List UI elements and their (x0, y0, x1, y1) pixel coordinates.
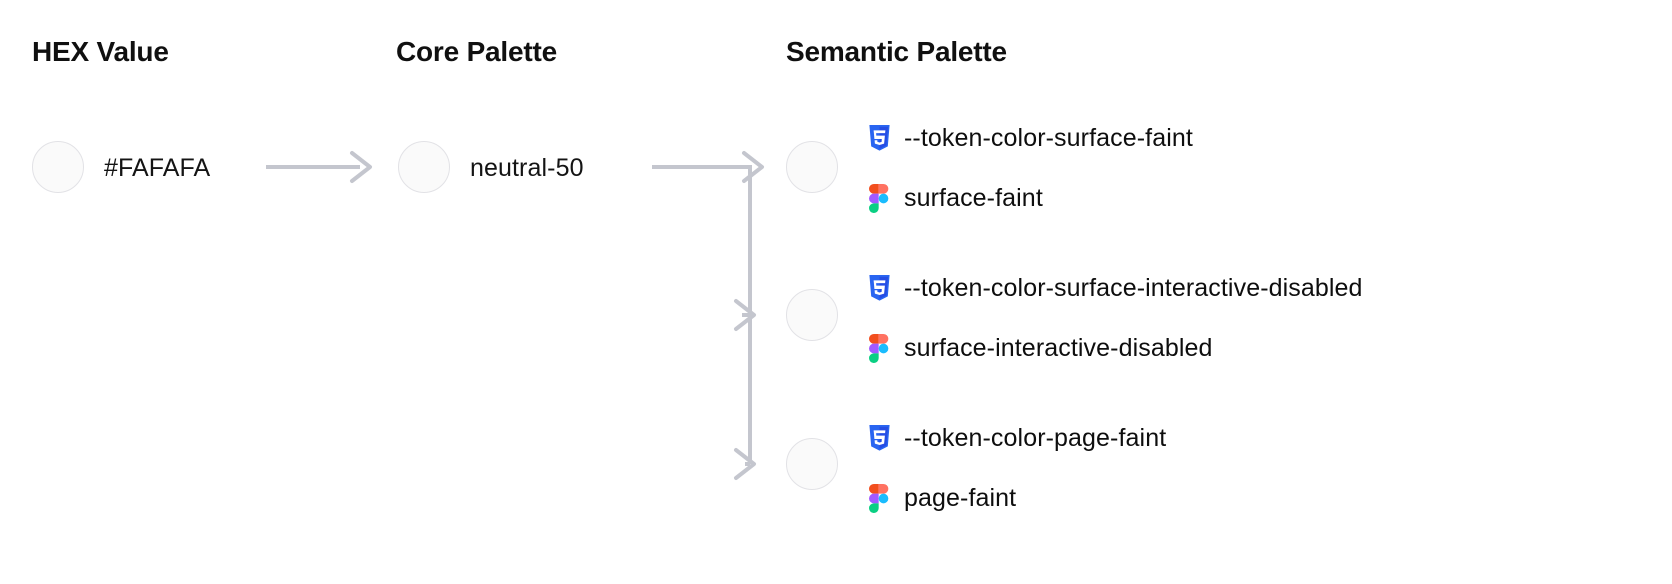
swatch-core-palette (398, 141, 450, 193)
figma-icon (866, 483, 892, 513)
figma-icon (866, 183, 892, 213)
css-token-label: --token-color-surface-interactive-disabl… (904, 273, 1363, 302)
css3-icon (866, 274, 892, 302)
figma-token-row: surface-interactive-disabled (866, 326, 1363, 370)
semantic-token-group: --token-color-surface-faint surface-fain… (866, 116, 1193, 220)
css-token-label: --token-color-page-faint (904, 423, 1167, 452)
core-palette-label: neutral-50 (470, 154, 584, 182)
swatch-semantic-page-faint (786, 438, 838, 490)
css-token-row: --token-color-surface-interactive-disabl… (866, 266, 1363, 310)
css-token-row: --token-color-surface-faint (866, 116, 1193, 160)
css-token-row: --token-color-page-faint (866, 416, 1166, 460)
column-heading-core-palette: Core Palette (396, 36, 557, 67)
figma-token-row: surface-faint (866, 176, 1193, 220)
swatch-semantic-surface-faint (786, 141, 838, 193)
figma-token-label: surface-interactive-disabled (904, 333, 1213, 362)
column-heading-semantic-palette: Semantic Palette (786, 36, 1007, 67)
semantic-token-group: --token-color-page-faint page-faint (866, 416, 1166, 520)
semantic-token-group: --token-color-surface-interactive-disabl… (866, 266, 1363, 370)
column-heading-hex-value: HEX Value (32, 36, 169, 67)
figma-token-label: page-faint (904, 483, 1017, 512)
swatch-semantic-surface-interactive-disabled (786, 289, 838, 341)
css3-icon (866, 124, 892, 152)
figma-token-row: page-faint (866, 476, 1166, 520)
swatch-hex-value (32, 141, 84, 193)
css-token-label: --token-color-surface-faint (904, 123, 1193, 152)
figma-token-label: surface-faint (904, 183, 1043, 212)
figma-icon (866, 333, 892, 363)
css3-icon (866, 424, 892, 452)
hex-value-label: #FAFAFA (104, 154, 211, 182)
